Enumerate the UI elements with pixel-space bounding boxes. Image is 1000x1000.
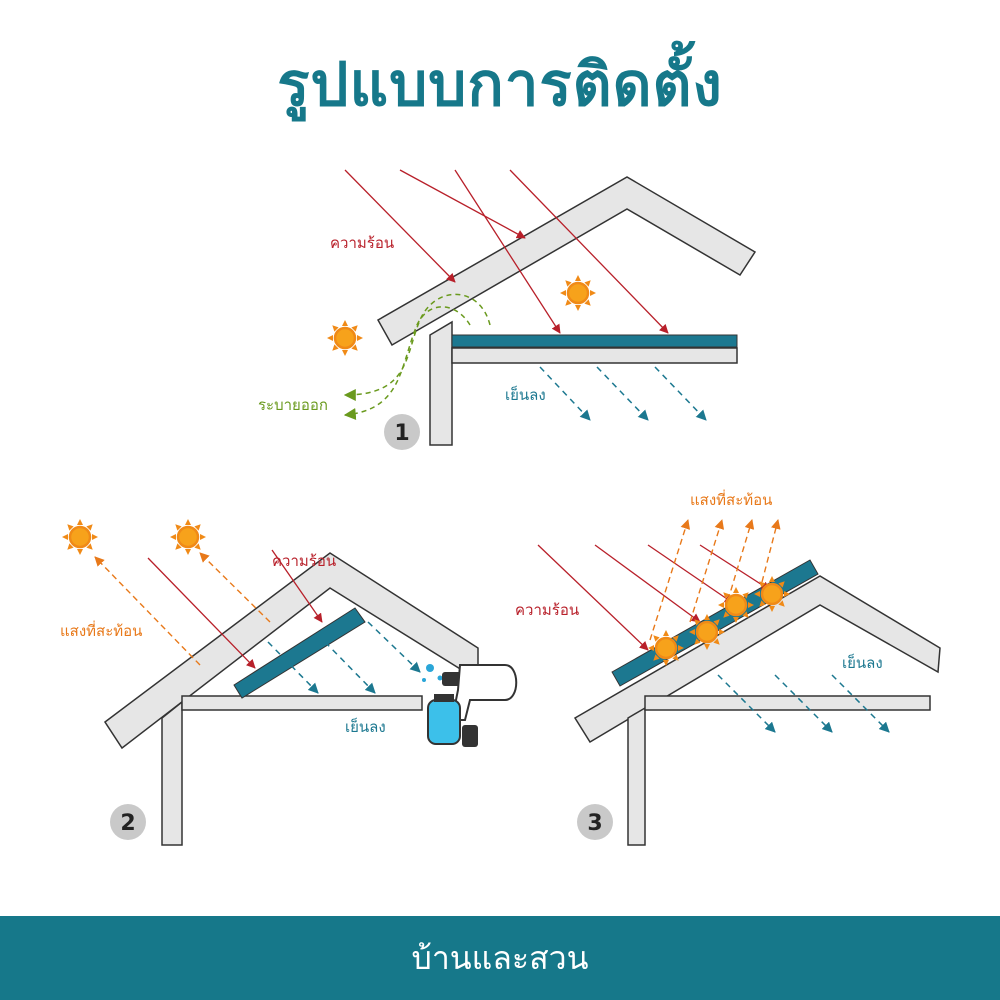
step-number-2: 2 [120, 811, 135, 836]
reflect-label-2: แสงที่สะท้อน [60, 620, 142, 640]
sun-icon [716, 585, 756, 625]
wall-2 [161, 700, 183, 846]
cool-label-1: เย็นลง [505, 385, 546, 404]
heat-label-1: ความร้อน [330, 234, 394, 252]
sun-icon [752, 574, 792, 614]
insulation-1 [451, 334, 738, 348]
heat-label-3: ความร้อน [515, 601, 579, 619]
cool-arrows-3 [717, 674, 890, 733]
panel-3: ความร้อน แสงที่สะท้อน เย็นลง 3 [515, 489, 941, 846]
page-title: รูปแบบการติดตั้ง [277, 50, 723, 120]
heat-arrows-1 [344, 169, 669, 334]
heat-arrows-2 [147, 549, 323, 669]
sun-icon [558, 273, 598, 313]
roof-3 [573, 575, 941, 744]
sun-icon [325, 318, 365, 358]
heat-label-2: ความร้อน [272, 552, 336, 570]
wall-1 [429, 320, 453, 446]
reflect-label-3: แสงที่สะท้อน [690, 489, 772, 509]
sun-icon [168, 517, 208, 557]
sun-icon [646, 628, 686, 668]
wall-3 [627, 706, 646, 846]
roof-1 [376, 176, 757, 347]
cool-label-2: เย็นลง [345, 717, 386, 736]
ceiling-3 [644, 695, 931, 711]
panel-2: ความร้อน แสงที่สะท้อน เย็นลง 2 [60, 517, 518, 846]
step-number-3: 3 [587, 811, 602, 836]
insulation-2 [233, 607, 366, 699]
vent-arrows-1 [343, 293, 491, 420]
ceiling-2 [181, 695, 423, 711]
reflect-arrows-3 [649, 519, 781, 641]
brand-name: บ้านและสวน [411, 939, 589, 977]
cool-arrows-1 [539, 366, 707, 421]
ceiling-1 [451, 347, 738, 364]
sun-icon [60, 517, 100, 557]
spray-gun-icon [422, 664, 518, 747]
cool-label-3: เย็นลง [842, 653, 883, 672]
panel-1: ความร้อน ระบายออก เย็นลง 1 [258, 169, 757, 450]
vent-label-1: ระบายออก [258, 396, 328, 414]
footer-bar: บ้านและสวน [0, 916, 1000, 1000]
step-badge-3 [577, 804, 613, 840]
step-number-1: 1 [394, 421, 409, 446]
reflect-arrows-2 [94, 552, 271, 666]
step-badge-1 [384, 414, 420, 450]
cool-arrows-2 [267, 621, 421, 694]
step-badge-2 [110, 804, 146, 840]
sun-icon [687, 612, 727, 652]
